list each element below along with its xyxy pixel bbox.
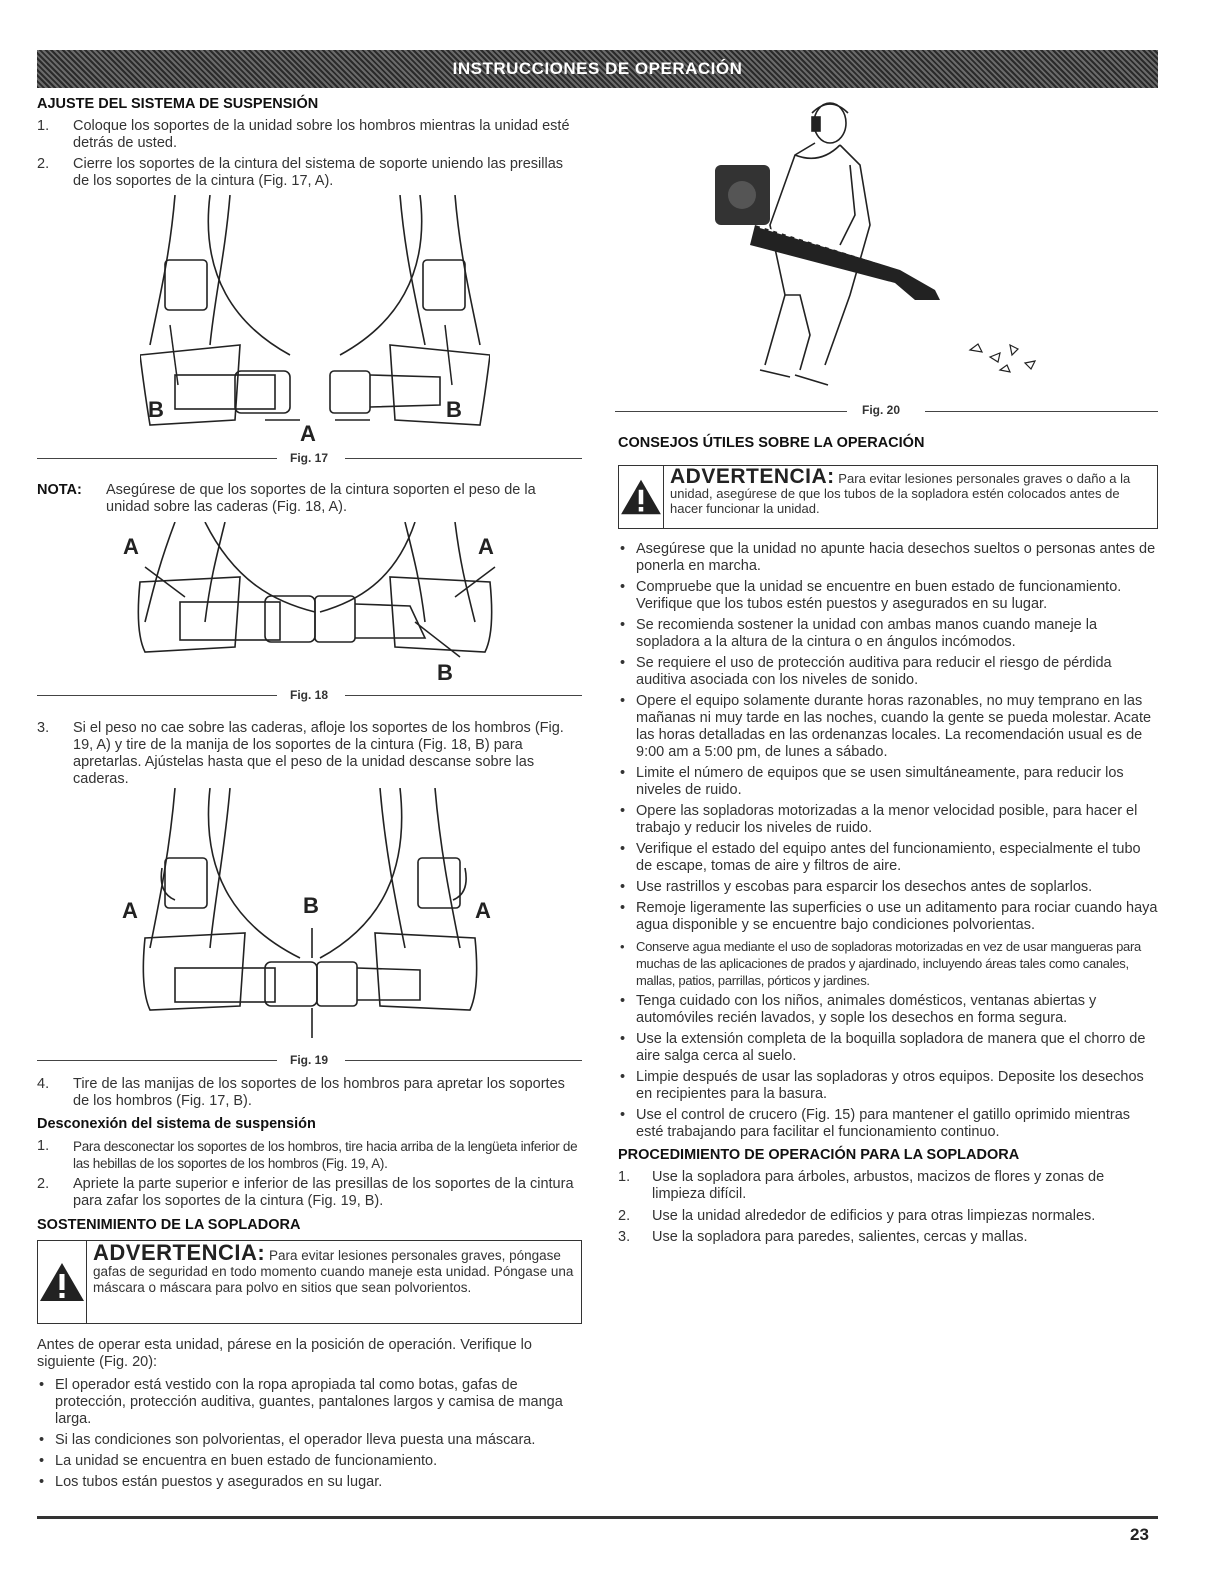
procedure-step-3: 3. Use la sopladora para paredes, salien… — [618, 1229, 1158, 1246]
warning-text-right: ADVERTENCIA: Para evitar lesiones person… — [664, 466, 1157, 528]
list-item: Remoje ligeramente las superficies o use… — [618, 900, 1158, 934]
warning-box-right: ADVERTENCIA: Para evitar lesiones person… — [618, 465, 1158, 529]
warning-body: Para evitar lesiones personales graves o… — [670, 471, 1131, 516]
list-item: La unidad se encuentra en buen estado de… — [37, 1453, 582, 1470]
step-number: 2. — [37, 156, 50, 172]
fig17-label-a: A — [300, 421, 316, 446]
fig17-label-b-right: B — [446, 397, 462, 422]
procedure-step-2: 2. Use la unidad alrededor de edificios … — [618, 1208, 1158, 1225]
list-item: Asegúrese que la unidad no apunte hacia … — [618, 541, 1158, 575]
step-number: 4. — [37, 1076, 50, 1092]
fig20-rule-right — [925, 411, 1158, 412]
fig17-label-b-left: B — [148, 397, 164, 422]
fig19-rule-right — [345, 1060, 582, 1061]
step-1: 1. Coloque los soportes de la unidad sob… — [37, 118, 582, 152]
list-item: Compruebe que la unidad se encuentre en … — [618, 579, 1158, 613]
fig17-caption: Fig. 17 — [290, 451, 329, 465]
list-item: Limpie después de usar las sopladoras y … — [618, 1069, 1158, 1103]
fig19-label-a-left: A — [122, 898, 138, 923]
operation-intro: Antes de operar esta unidad, párese en l… — [37, 1337, 532, 1370]
list-item: Si las condiciones son polvorientas, el … — [37, 1432, 582, 1449]
note-text: Asegúrese de que los soportes de la cint… — [106, 482, 536, 515]
warning-triangle-icon — [38, 1241, 87, 1323]
step-text: Use la sopladora para paredes, salientes… — [652, 1229, 1028, 1245]
fig17-rule-right — [345, 458, 582, 459]
fig18-label-b: B — [437, 660, 453, 682]
fig20-caption: Fig. 20 — [862, 403, 901, 417]
fig17-harness-illustration: B B A — [140, 195, 490, 446]
banner-title: INSTRUCCIONES DE OPERACIÓN — [452, 59, 743, 78]
step-number: 3. — [618, 1229, 631, 1245]
warning-box-left: ADVERTENCIA: Para evitar lesiones person… — [37, 1240, 582, 1324]
footer-rule — [37, 1516, 1158, 1519]
disconnect-step-2: 2. Apriete la parte superior e inferior … — [37, 1176, 582, 1210]
fig18-caption: Fig. 18 — [290, 688, 329, 702]
step-text: Si el peso no cae sobre las caderas, afl… — [73, 720, 564, 787]
list-item: Se recomienda sostener la unidad con amb… — [618, 617, 1158, 651]
step-3: 3. Si el peso no cae sobre las caderas, … — [37, 720, 582, 788]
fig17-rule-left — [37, 458, 277, 459]
operation-tips-list: Asegúrese que la unidad no apunte hacia … — [618, 541, 1158, 1145]
warning-triangle-icon — [619, 466, 664, 528]
heading-holding-blower: SOSTENIMIENTO DE LA SOPLADORA — [37, 1217, 301, 1233]
fig18-rule-left — [37, 695, 277, 696]
list-item: Use rastrillos y escobas para esparcir l… — [618, 879, 1158, 896]
step-text: Apriete la parte superior e inferior de … — [73, 1176, 574, 1209]
step-number: 1. — [618, 1169, 631, 1185]
step-2: 2. Cierre los soportes de la cintura del… — [37, 156, 582, 190]
heading-operation-tips: CONSEJOS ÚTILES SOBRE LA OPERACIÓN — [618, 435, 925, 451]
step-4: 4. Tire de las manijas de los soportes d… — [37, 1076, 582, 1110]
section-banner: INSTRUCCIONES DE OPERACIÓN — [37, 50, 1158, 88]
fig20-rule-left — [615, 411, 847, 412]
step-text: Para desconectar los soportes de los hom… — [73, 1139, 578, 1171]
fig18-waist-belt-illustration: A A B — [123, 522, 496, 682]
heading-suspension-adjust: AJUSTE DEL SISTEMA DE SUSPENSIÓN — [37, 96, 319, 112]
fig19-label-b: B — [303, 893, 319, 918]
list-item: El operador está vestido con la ropa apr… — [37, 1377, 582, 1428]
list-item: Los tubos están puestos y asegurados en … — [37, 1474, 582, 1491]
list-item: Opere las sopladoras motorizadas a la me… — [618, 803, 1158, 837]
fig20-operator-with-blower-illustration — [715, 102, 1037, 386]
step-number: 2. — [37, 1176, 50, 1192]
list-item: Se requiere el uso de protección auditiv… — [618, 655, 1158, 689]
step-text: Coloque los soportes de la unidad sobre … — [73, 118, 570, 151]
fig19-rule-left — [37, 1060, 277, 1061]
step-text: Use la unidad alrededor de edificios y p… — [652, 1208, 1096, 1224]
warning-body: Para evitar lesiones personales graves, … — [93, 1248, 574, 1295]
fig18-label-a-left: A — [123, 534, 139, 559]
fig19-label-a-right: A — [475, 898, 491, 923]
step-text: Cierre los soportes de la cintura del si… — [73, 156, 564, 189]
warning-title: ADVERTENCIA: — [93, 1240, 266, 1265]
fig19-caption: Fig. 19 — [290, 1053, 329, 1067]
step-number: 3. — [37, 720, 50, 736]
note-label-text: NOTA: — [37, 482, 82, 498]
list-item: Opere el equipo solamente durante horas … — [618, 693, 1158, 761]
step-text: Use la sopladora para árboles, arbustos,… — [652, 1169, 1105, 1202]
list-item: Tenga cuidado con los niños, animales do… — [618, 993, 1158, 1027]
fig18-label-a-right: A — [478, 534, 494, 559]
note-label: NOTA: — [37, 482, 82, 499]
list-item: Use el control de crucero (Fig. 15) para… — [618, 1107, 1158, 1141]
disconnect-step-1: 1. Para desconectar los soportes de los … — [37, 1138, 582, 1172]
step-number: 1. — [37, 118, 50, 134]
procedure-step-1: 1. Use la sopladora para árboles, arbust… — [618, 1169, 1158, 1203]
step-number: 1. — [37, 1138, 50, 1154]
warning-title: ADVERTENCIA: — [670, 465, 835, 488]
fig18-rule-right — [345, 695, 582, 696]
list-item: Verifique el estado del equipo antes del… — [618, 841, 1158, 875]
step-number: 2. — [618, 1208, 631, 1224]
operator-checklist: El operador está vestido con la ropa apr… — [37, 1377, 582, 1495]
subheading-disconnect: Desconexión del sistema de suspensión — [37, 1116, 316, 1132]
warning-text-left: ADVERTENCIA: Para evitar lesiones person… — [87, 1241, 581, 1323]
list-item: Limite el número de equipos que se usen … — [618, 765, 1158, 799]
list-item: Conserve agua mediante el uso de soplado… — [618, 938, 1158, 989]
fig19-harness-release-illustration: A B A — [122, 788, 491, 1038]
heading-operating-procedure: PROCEDIMIENTO DE OPERACIÓN PARA LA SOPLA… — [618, 1147, 1020, 1163]
list-item: Use la extensión completa de la boquilla… — [618, 1031, 1158, 1065]
page-number: 23 — [1130, 1525, 1149, 1544]
step-text: Tire de las manijas de los soportes de l… — [73, 1076, 565, 1109]
